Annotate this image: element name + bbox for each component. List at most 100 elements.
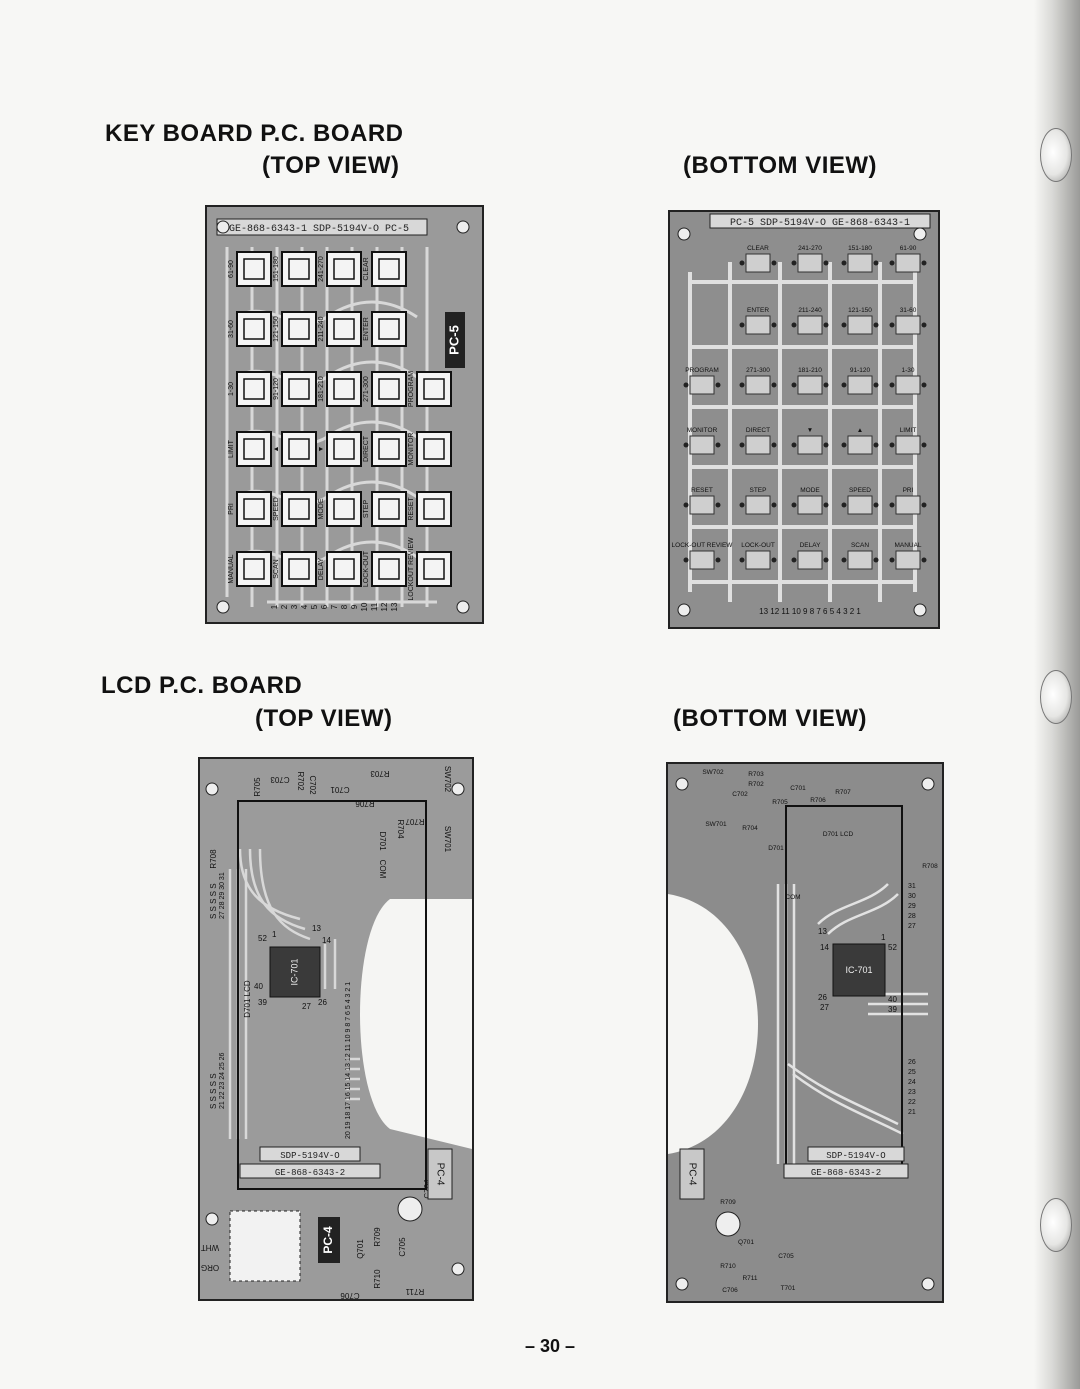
key-contact xyxy=(847,435,873,455)
key-pad xyxy=(416,431,452,467)
lcd-top-ic-label: IC-701 xyxy=(289,958,299,985)
component-label: COM xyxy=(378,860,387,879)
solder-point xyxy=(921,557,927,563)
segment-number: 29 xyxy=(908,903,916,910)
solder-point xyxy=(791,382,797,388)
lcd-top-pin-1: 1 xyxy=(272,930,277,939)
pin-number: 4 xyxy=(300,604,309,609)
solder-point xyxy=(771,322,777,328)
solder-point xyxy=(841,322,847,328)
key-contact xyxy=(689,375,715,395)
binder-hole xyxy=(1040,128,1072,182)
binder-hole xyxy=(1040,670,1072,724)
key-label: 211-240 xyxy=(798,307,822,314)
key-pad xyxy=(281,431,317,467)
key-label: ▲ xyxy=(273,446,280,453)
solder-point xyxy=(889,260,895,266)
solder-point xyxy=(791,442,797,448)
component-label: R706 xyxy=(810,797,826,804)
solder-point xyxy=(823,502,829,508)
key-contact xyxy=(689,495,715,515)
component-label: R710 xyxy=(720,1263,736,1270)
key-pad xyxy=(236,251,272,287)
key-label: 241-270 xyxy=(318,256,325,282)
key-contact xyxy=(333,438,355,460)
key-label: STEP xyxy=(363,500,370,519)
key-contact xyxy=(288,438,310,460)
key-contact xyxy=(745,495,771,515)
component-label: R704 xyxy=(396,819,405,839)
key-contact xyxy=(378,498,400,520)
key-pad xyxy=(326,371,362,407)
key-contact xyxy=(797,253,823,273)
key-pad xyxy=(281,311,317,347)
pin-number: 1 xyxy=(270,604,279,609)
component-label: R711 xyxy=(742,1275,757,1282)
keyboard-bottom-part-strip: PC-5 SDP-5194V-O GE-868-6343-1 xyxy=(730,218,910,229)
key-contact xyxy=(288,378,310,400)
key-contact xyxy=(745,253,771,273)
key-contact xyxy=(288,558,310,580)
lcd-bottom-pin-52: 52 xyxy=(888,943,897,952)
lcd-top-pc4-badge: PC-4 xyxy=(321,1226,335,1254)
key-contact xyxy=(333,258,355,280)
key-contact xyxy=(423,498,445,520)
key-contact xyxy=(847,375,873,395)
key-pad xyxy=(281,491,317,527)
component-label: C702 xyxy=(732,791,748,798)
key-pad xyxy=(371,251,407,287)
key-label: MODE xyxy=(318,498,325,519)
lcd-bottom-pin-40: 40 xyxy=(888,995,897,1004)
solder-point xyxy=(771,260,777,266)
key-contact xyxy=(243,438,265,460)
key-label: ▼ xyxy=(807,427,813,434)
lcd-bottom-pin-39: 39 xyxy=(888,1005,897,1014)
key-label: 271-300 xyxy=(746,367,770,374)
segment-number: 28 xyxy=(908,913,916,920)
component-label: D701 xyxy=(378,831,387,851)
solder-point xyxy=(715,382,721,388)
solder-point xyxy=(683,502,689,508)
solder-point xyxy=(841,502,847,508)
keyboard-board-title: KEY BOARD P.C. BOARD xyxy=(105,120,404,147)
key-label: 31-60 xyxy=(228,320,235,338)
key-contact xyxy=(895,375,921,395)
solder-point xyxy=(873,382,879,388)
key-pad xyxy=(416,551,452,587)
keyboard-bottom-pin-numbers: 13 12 11 10 9 8 7 6 5 4 3 2 1 xyxy=(759,607,861,616)
key-label: 151-180 xyxy=(848,245,872,252)
solder-point xyxy=(715,442,721,448)
solder-point xyxy=(841,382,847,388)
page-number: – 30 – xyxy=(524,1336,576,1356)
key-pad xyxy=(371,311,407,347)
solder-point xyxy=(739,260,745,266)
component-label: C701 xyxy=(330,785,350,794)
solder-point xyxy=(683,382,689,388)
solder-point xyxy=(889,382,895,388)
lcd-top-part-strip-1: SDP-5194V-O xyxy=(280,1151,339,1161)
segment-number: 25 xyxy=(908,1069,916,1076)
component-label: R711 xyxy=(405,1287,424,1296)
key-pad xyxy=(281,551,317,587)
component-label: C706 xyxy=(722,1287,738,1294)
key-contact xyxy=(847,315,873,335)
lcd-top-pin-40: 40 xyxy=(254,982,263,991)
key-label: PROGRAM xyxy=(408,371,415,407)
solder-point xyxy=(739,322,745,328)
key-contact xyxy=(333,498,355,520)
lcd-top-segment-labels-lower: S S S S S xyxy=(209,1073,218,1109)
lcd-top-pin-26: 26 xyxy=(318,998,327,1007)
lcd-top-pin-52: 52 xyxy=(258,934,267,943)
component-label: C706 xyxy=(340,1291,360,1299)
key-label: 91-120 xyxy=(273,378,280,400)
component-label: C701 xyxy=(790,785,806,792)
component-label: R708 xyxy=(209,849,218,869)
key-contact xyxy=(333,378,355,400)
solder-point xyxy=(823,442,829,448)
solder-point xyxy=(921,442,927,448)
